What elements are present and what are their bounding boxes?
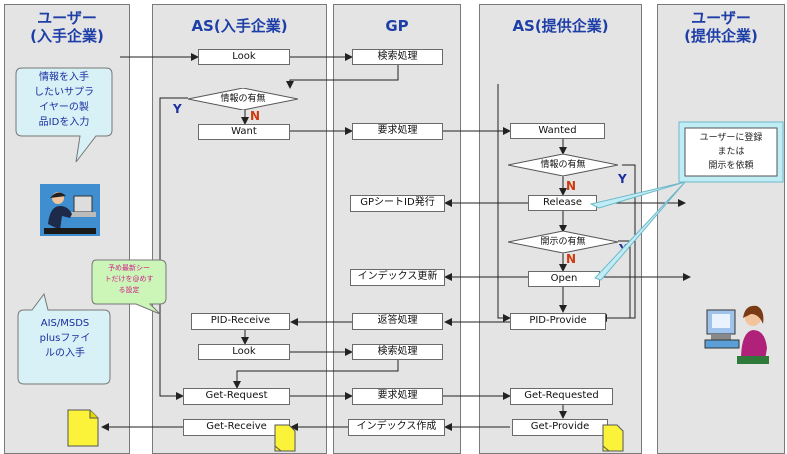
lane-title: AS(入手企業) <box>191 17 288 35</box>
ais-bubble-text: AIS/MSDS plusファイ ルの入手 <box>39 318 91 359</box>
lane-title: ユーザー (入手企業) <box>30 9 104 45</box>
request-process-box-2: 要求処理 <box>352 388 443 405</box>
label-yes-right: Y <box>618 172 627 186</box>
document-icon <box>67 409 99 447</box>
input-bubble-text: 情報を入手 したいサプラ イヤーの製 品IDを入力 <box>34 72 94 128</box>
woman-at-computer-icon <box>704 305 769 364</box>
decision-info-exists-right: 情報の有無 <box>508 154 618 176</box>
document-icon <box>274 424 296 452</box>
reply-process-box: 返答処理 <box>352 313 443 330</box>
request-callout-text: ユーザーに登録 または 開示を依頼 <box>699 133 763 171</box>
search-process-box-2: 検索処理 <box>352 344 443 360</box>
user-at-computer-icon <box>40 184 100 236</box>
pid-receive-box: PID-Receive <box>191 313 290 330</box>
search-process-box: 検索処理 <box>352 49 443 65</box>
input-speech-bubble <box>15 67 113 163</box>
request-callout <box>589 121 784 281</box>
look-box-2: Look <box>198 344 290 360</box>
lane-user-provider: ユーザー (提供企業) <box>657 4 785 454</box>
decision-label: 開示の有無 <box>540 237 586 247</box>
label-no-disclosure: N <box>566 252 577 266</box>
label-no-left: N <box>250 109 261 123</box>
label-yes-left: Y <box>173 102 182 116</box>
label-no-right: N <box>566 179 577 193</box>
decision-label: 情報の有無 <box>220 94 266 104</box>
decision-disclosure: 開示の有無 <box>508 231 618 253</box>
lane-as-receiver: AS(入手企業) <box>152 4 327 454</box>
get-provide-box: Get-Provide <box>512 419 608 436</box>
get-requested-box: Get-Requested <box>510 388 613 405</box>
green-note <box>91 259 167 315</box>
lane-gp: GP <box>333 4 461 454</box>
lane-title: ユーザー (提供企業) <box>684 9 758 45</box>
decision-label: 情報の有無 <box>540 160 586 170</box>
lane-title: AS(提供企業) <box>512 17 609 35</box>
wanted-box: Wanted <box>510 123 605 139</box>
green-note-text: 予め最新シー トだけを@めす る設定 <box>104 264 154 294</box>
get-request-box: Get-Request <box>183 388 290 405</box>
decision-info-exists-left: 情報の有無 <box>188 88 298 110</box>
lane-title: GP <box>385 17 409 35</box>
gp-sheet-id-box: GPシートID発行 <box>350 195 445 212</box>
index-create-box: インデックス作成 <box>348 419 445 436</box>
pid-provide-box: PID-Provide <box>510 313 606 330</box>
ais-speech-bubble <box>17 292 111 385</box>
want-box: Want <box>198 124 290 140</box>
document-icon <box>602 424 624 452</box>
look-box: Look <box>198 49 290 65</box>
index-update-box: インデックス更新 <box>350 269 445 286</box>
request-process-box: 要求処理 <box>352 123 443 140</box>
